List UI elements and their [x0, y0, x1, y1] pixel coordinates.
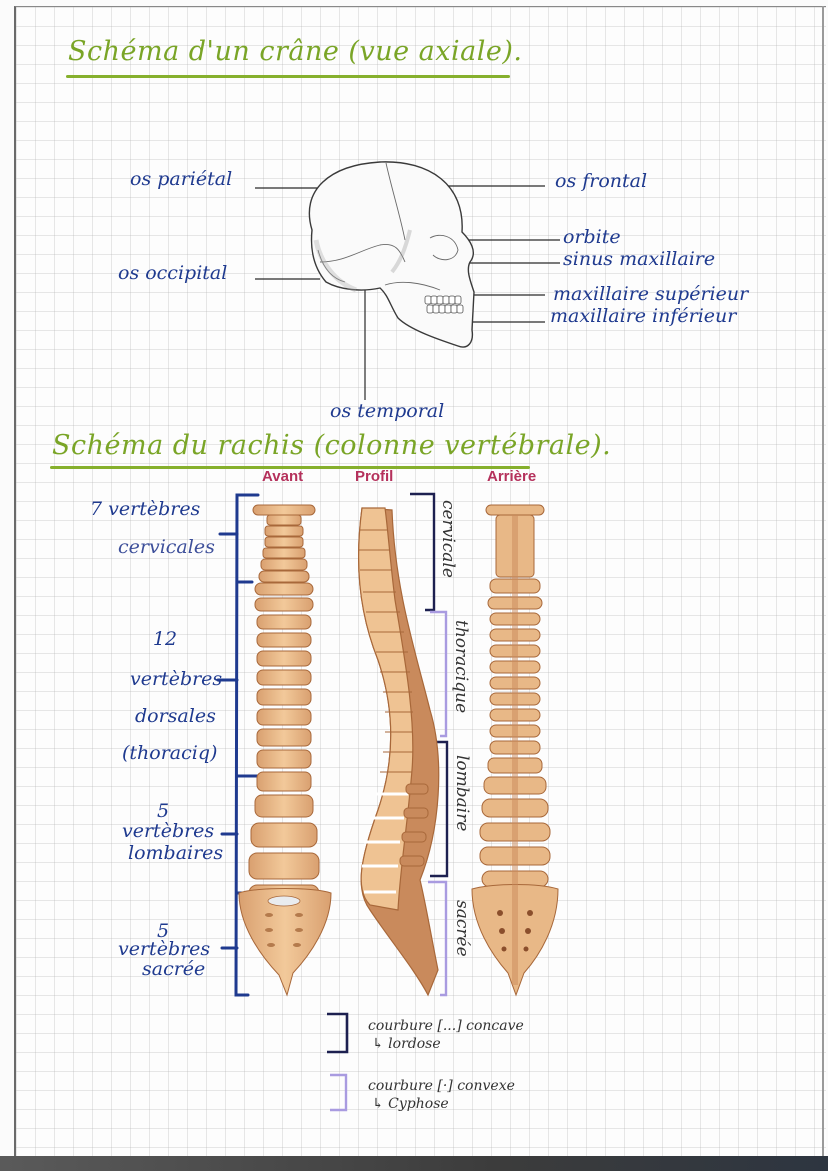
- label-lumbar-number: 5: [156, 800, 170, 822]
- spine-title-underline: [50, 466, 530, 469]
- view-label-arriere: Arrière: [487, 468, 537, 485]
- view-label-avant: Avant: [262, 468, 304, 485]
- region-label-sacree: sacrée: [452, 900, 472, 957]
- label-dorsal-name: dorsales: [135, 705, 216, 727]
- skull-title: Schéma d'un crâne (vue axiale).: [68, 36, 523, 67]
- skull-illustration: [255, 161, 560, 400]
- skull-title-underline: [66, 75, 510, 78]
- label-maxillaire-inferieur: maxillaire inférieur: [550, 305, 737, 327]
- region-label-cervicale: cervicale: [438, 500, 458, 578]
- legend-lordose-line2: ↳ lordose: [372, 1036, 441, 1052]
- label-maxillaire-superieur: maxillaire supérieur: [553, 283, 749, 305]
- label-lumbar-vertebres: vertèbres: [122, 820, 215, 842]
- view-label-profil: Profil: [355, 468, 394, 485]
- label-os-parietal: os pariétal: [130, 168, 233, 190]
- legend-cyphose-line1: courbure [·] convexe: [368, 1078, 515, 1094]
- spine-profile-view-illustration: [357, 507, 440, 997]
- label-os-frontal: os frontal: [555, 170, 648, 192]
- label-dorsal-vertebres: vertèbres: [130, 668, 223, 690]
- spine-back-view-illustration: [471, 504, 559, 997]
- spine-title: Schéma du rachis (colonne vertébrale).: [52, 430, 612, 461]
- label-orbite: orbite: [563, 226, 621, 248]
- label-sacral-number: 5: [156, 920, 170, 942]
- label-dorsal-number: 12: [152, 628, 178, 650]
- label-os-temporal: os temporal: [330, 400, 445, 422]
- legend-lordose-line1: courbure [...] concave: [368, 1018, 524, 1034]
- label-cervical-name: cervicales: [118, 536, 215, 558]
- page-bottom-shadow: [0, 1156, 828, 1171]
- label-cervical-count: 7 vertèbres: [90, 498, 201, 520]
- label-sinus-maxillaire: sinus maxillaire: [563, 248, 716, 270]
- region-label-thoracique: thoracique: [451, 620, 471, 714]
- legend-cyphose-line2: ↳ Cyphose: [372, 1096, 449, 1112]
- label-os-occipital: os occipital: [118, 262, 228, 284]
- label-sacral-name: sacrée: [142, 958, 206, 980]
- label-thoracic: (thoraciq): [122, 742, 218, 764]
- label-lumbar-name: lombaires: [128, 842, 224, 864]
- label-sacral-vertebres: vertèbres: [118, 938, 211, 960]
- region-label-lombaire: lombaire: [452, 755, 472, 832]
- page-edge: [822, 6, 824, 1156]
- spine-front-view-illustration: [238, 504, 332, 997]
